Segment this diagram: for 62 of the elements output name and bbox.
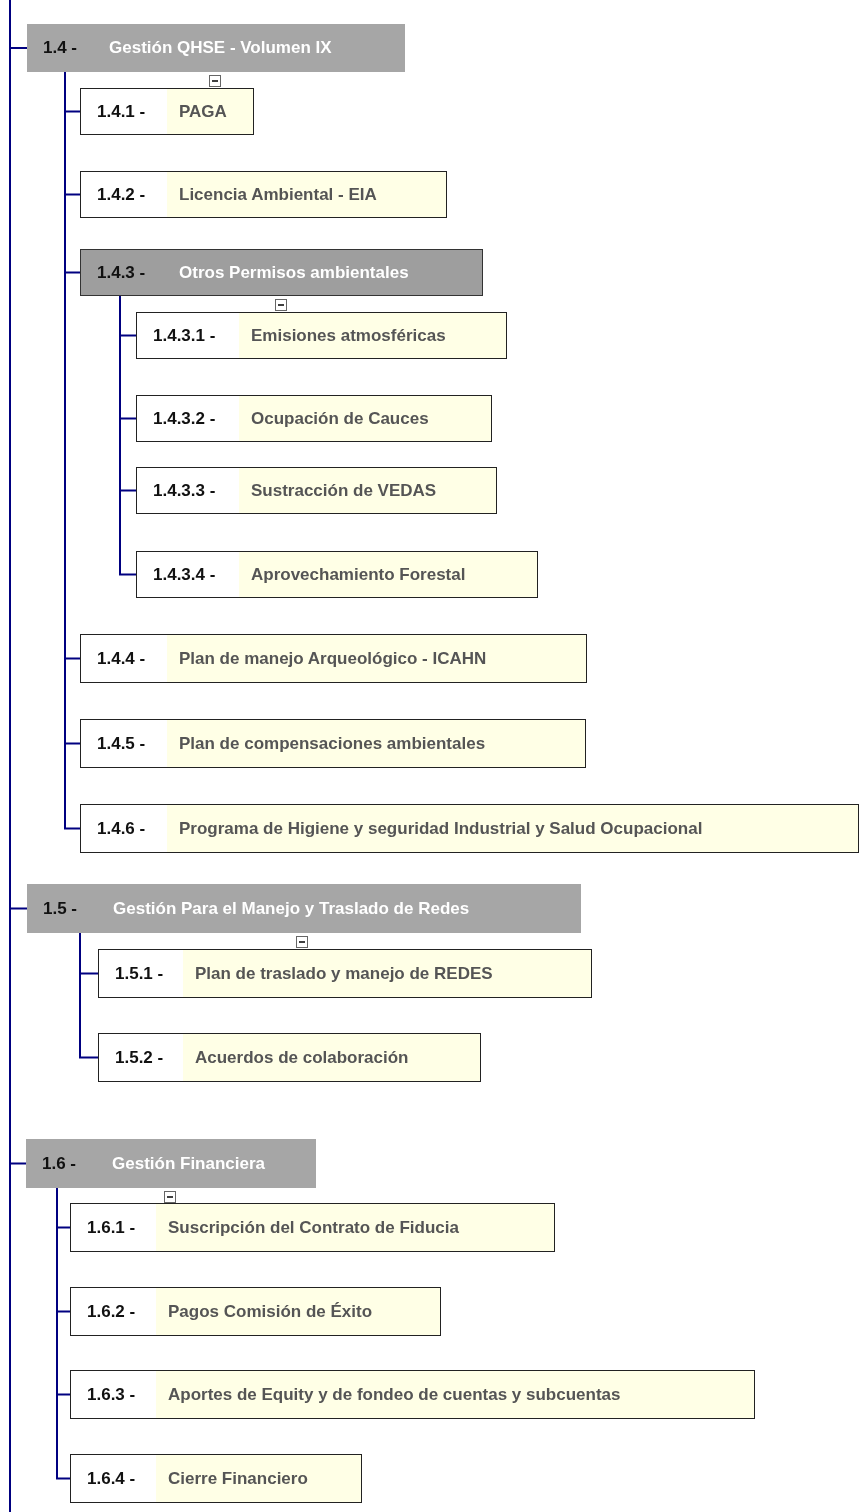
task-name: Aprovechamiento Forestal (239, 552, 537, 597)
connector-line (119, 295, 137, 576)
task-box (80, 171, 447, 218)
wbs-number: 1.5 - (42, 897, 79, 920)
wbs-number: 1.5.2 - (114, 1046, 165, 1069)
task-name: Plan de compensaciones ambientales (167, 720, 585, 767)
task-box (70, 1454, 362, 1503)
task-name: PAGA (167, 89, 253, 134)
connector-line (9, 897, 28, 910)
task-name: Gestión QHSE - Volumen IX (108, 37, 333, 59)
task-box (136, 312, 507, 359)
task-name: Suscripción del Contrato de Fiducia (156, 1204, 554, 1251)
group-box (26, 1139, 316, 1188)
task-name: Licencia Ambiental - EIA (167, 172, 446, 217)
wbs-number: 1.6.4 - (86, 1467, 137, 1490)
task-box (70, 1203, 555, 1252)
wbs-number: 1.4.1 - (96, 100, 147, 123)
wbs-number: 1.4.2 - (96, 183, 147, 206)
task-name: Sustracción de VEDAS (239, 468, 496, 513)
task-box (80, 634, 587, 683)
task-box (136, 395, 492, 442)
wbs-number: 1.4 - (42, 37, 79, 59)
connector-line (9, 37, 28, 49)
group-box (80, 249, 483, 296)
connector-line (9, 1152, 27, 1165)
wbs-number: 1.6 - (41, 1152, 78, 1175)
task-name: Gestión Financiera (111, 1152, 267, 1175)
task-name: Programa de Higiene y seguridad Industrial y Salud Ocupacional (167, 805, 858, 852)
wbs-number: 1.6.2 - (86, 1300, 137, 1323)
task-box (70, 1287, 441, 1336)
task-name: Plan de traslado y manejo de REDES (183, 950, 591, 997)
wbs-number: 1.4.4 - (96, 647, 147, 670)
connector-line (56, 1187, 71, 1480)
task-name: Cierre Financiero (156, 1455, 361, 1502)
wbs-number: 1.4.3.4 - (152, 563, 217, 586)
wbs-number: 1.4.3 - (96, 261, 147, 284)
task-box (80, 88, 254, 135)
wbs-number: 1.6.3 - (86, 1383, 137, 1406)
wbs-number: 1.4.6 - (96, 817, 147, 840)
wbs-number: 1.4.3.1 - (152, 324, 217, 347)
wbs-number: 1.4.3.3 - (152, 479, 217, 502)
task-name: Acuerdos de colaboración (183, 1034, 480, 1081)
wbs-number: 1.4.3.2 - (152, 407, 217, 430)
task-name: Gestión Para el Manejo y Traslado de Redes (112, 897, 471, 920)
task-box (80, 719, 586, 768)
wbs-number: 1.4.5 - (96, 732, 147, 755)
task-name: Otros Permisos ambientales (178, 261, 410, 284)
task-box (136, 467, 497, 514)
wbs-number: 1.6.1 - (86, 1216, 137, 1239)
task-box (136, 551, 538, 598)
task-name: Emisiones atmosféricas (239, 313, 506, 358)
task-box (98, 949, 592, 998)
group-box (27, 884, 581, 933)
wbs-number: 1.5.1 - (114, 962, 165, 985)
group-box (27, 24, 405, 72)
task-name: Pagos Comisión de Éxito (156, 1288, 440, 1335)
task-box (70, 1370, 755, 1419)
connector-line (79, 932, 99, 1059)
task-name: Ocupación de Cauces (239, 396, 491, 441)
task-name: Aportes de Equity y de fondeo de cuentas y subcuentas (156, 1371, 754, 1418)
task-name: Plan de manejo Arqueológico - ICAHN (167, 635, 586, 682)
task-box (98, 1033, 481, 1082)
